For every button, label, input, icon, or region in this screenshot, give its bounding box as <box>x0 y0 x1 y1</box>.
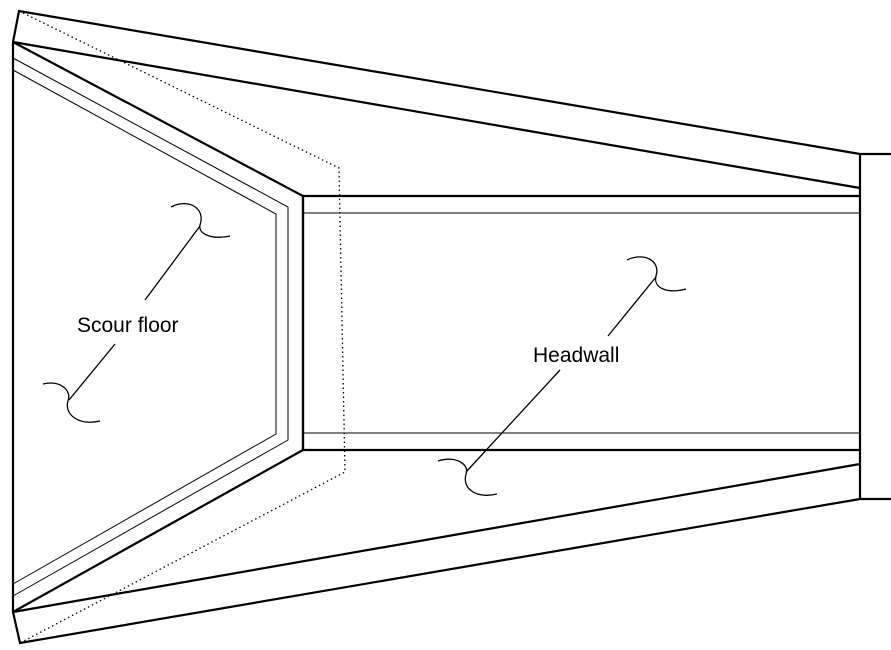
headwall-brace-lower <box>437 458 498 496</box>
upper-wingwall-top <box>11 9 891 156</box>
outer-wingwalls <box>11 9 891 645</box>
lower-wingwall-inner <box>12 462 861 614</box>
scour-floor-inner-1 <box>12 57 289 597</box>
upper-wingwall-inner <box>12 40 861 190</box>
headwall-structure <box>301 154 862 499</box>
headwall-leader-lower <box>465 369 561 473</box>
scour-floor <box>12 41 305 613</box>
scour-floor-outer <box>12 41 305 613</box>
scour-floor-leader-lower <box>68 343 116 401</box>
headwall-callout: Headwall <box>437 256 687 496</box>
dotted-cutoff-outline <box>18 10 346 644</box>
scour-floor-leader-upper <box>144 225 201 301</box>
scour-floor-inner-2 <box>12 69 277 585</box>
headwall-leader-upper <box>607 276 657 337</box>
lower-wingwall-bottom <box>11 497 891 645</box>
scour-floor-label: Scour floor <box>77 314 179 337</box>
scour-floor-callout: Scour floor <box>42 202 231 423</box>
scour-floor-brace-upper <box>170 202 231 238</box>
scour-floor-brace-lower <box>42 382 101 423</box>
headwall-brace-upper <box>626 256 687 292</box>
headwall-label: Headwall <box>533 344 619 367</box>
